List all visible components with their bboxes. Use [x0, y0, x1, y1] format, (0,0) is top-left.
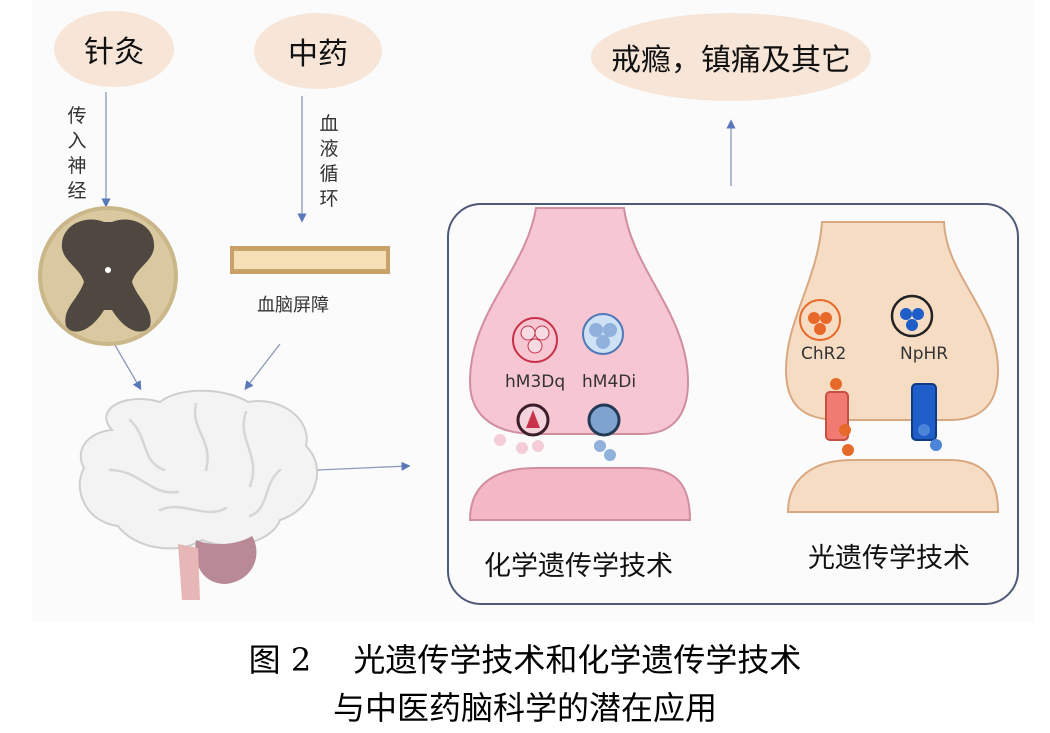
- tcm-label: 中药: [288, 37, 348, 72]
- arrow-brain-to-panel: [317, 461, 411, 471]
- techniques-panel: [447, 203, 1019, 605]
- hm3dq-label: hM3Dq: [505, 372, 566, 392]
- spinal-cord-icon: [38, 206, 178, 346]
- blood-brain-barrier-label: 血脑屏障: [257, 295, 329, 316]
- optogenetic-synapse: [784, 221, 1000, 513]
- arrow-spinal-to-brain: [111, 339, 142, 391]
- outcomes-label: 戒瘾，镇痛及其它: [611, 43, 851, 78]
- chemogenetic-synapse: [468, 207, 692, 521]
- hm4di-label: hM4Di: [582, 372, 637, 392]
- afferent-nerve-label: 传入神经: [67, 105, 87, 202]
- tcm-node: 中药: [254, 13, 382, 89]
- arrow-bbb-to-brain: [244, 343, 281, 391]
- acupuncture-label: 针灸: [84, 35, 144, 70]
- optogenetics-label: 光遗传学技术: [808, 543, 970, 574]
- chemogenetics-label: 化学遗传学技术: [484, 551, 673, 582]
- figure-caption-line-2: 与中医药脑科学的潜在应用: [332, 689, 717, 727]
- blood-circulation-label: 血液循环: [319, 113, 339, 210]
- outcomes-node: 戒瘾，镇痛及其它: [591, 13, 871, 101]
- blood-brain-barrier-icon: [230, 246, 390, 274]
- acupuncture-node: 针灸: [54, 11, 174, 87]
- brain-icon: [78, 389, 318, 600]
- nphr-label: NpHR: [900, 344, 949, 364]
- chr2-label: ChR2: [801, 344, 847, 364]
- figure-caption-line-1: 图 2 光遗传学技术和化学遗传学技术: [248, 641, 802, 679]
